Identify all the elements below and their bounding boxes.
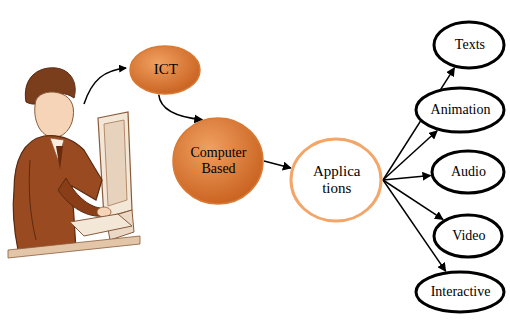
node-label: Audio bbox=[451, 164, 487, 180]
node-label: Animation bbox=[430, 102, 491, 118]
node-text-group: Animation bbox=[430, 102, 491, 118]
output-ellipse: Texts bbox=[432, 20, 506, 70]
output-ellipse: Animation bbox=[414, 86, 506, 134]
arrow-connector bbox=[383, 176, 430, 180]
node-text-group: Audio bbox=[451, 164, 487, 180]
ict-circle: ICT bbox=[129, 45, 201, 95]
arrow-connector bbox=[264, 161, 291, 168]
node-text-group: ICT bbox=[153, 61, 179, 78]
arrow-connector bbox=[159, 95, 203, 120]
arrow-connector bbox=[383, 180, 443, 219]
computer-circle: Computer Based bbox=[172, 117, 264, 205]
arrow-connector bbox=[383, 131, 437, 180]
node-label: Video bbox=[451, 228, 486, 244]
person-at-computer bbox=[8, 68, 140, 258]
node-label: Applica tions bbox=[312, 163, 361, 198]
arrow-connector bbox=[383, 180, 446, 271]
node-text-group: Applica tions bbox=[312, 163, 361, 198]
applications-circle: Applica tions bbox=[289, 137, 383, 223]
output-ellipse: Audio bbox=[430, 149, 506, 195]
node-text-group: Video bbox=[451, 228, 486, 244]
node-text-group: Computer Based bbox=[190, 145, 247, 177]
output-ellipse: Interactive bbox=[414, 270, 506, 314]
node-text-group: Texts bbox=[454, 37, 486, 53]
node-label: Computer Based bbox=[190, 145, 247, 177]
node-text-group: Interactive bbox=[430, 284, 491, 300]
output-ellipse: Video bbox=[432, 213, 504, 259]
curved-arrow bbox=[84, 68, 126, 104]
node-label: Texts bbox=[454, 37, 486, 53]
node-label: ICT bbox=[153, 61, 179, 78]
node-label: Interactive bbox=[430, 284, 491, 300]
